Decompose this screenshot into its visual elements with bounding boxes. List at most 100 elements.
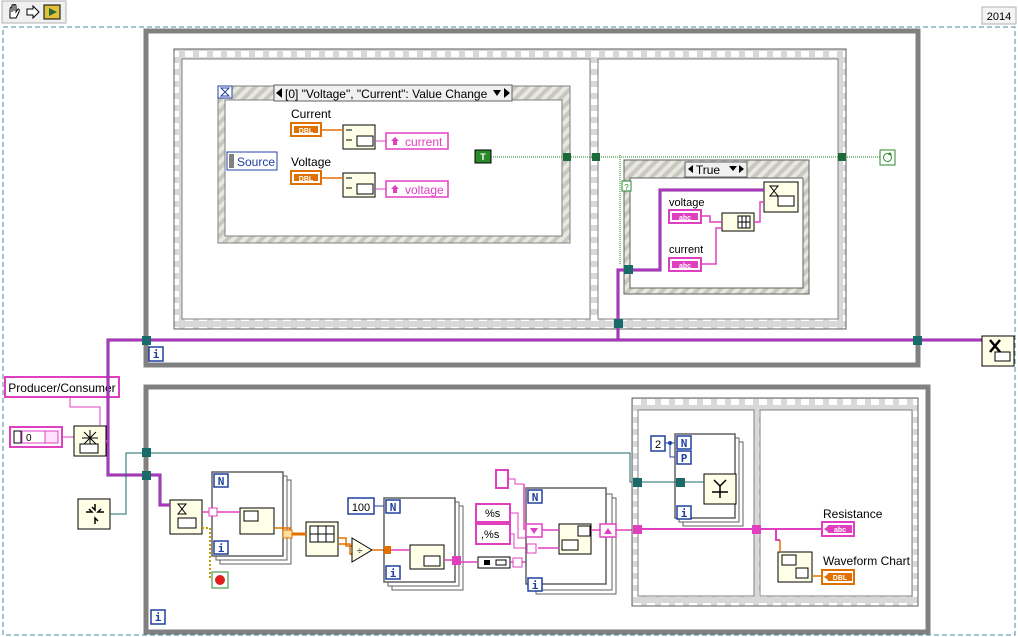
chevron-right-icon[interactable] (739, 165, 744, 173)
operate-hand-icon[interactable] (9, 4, 20, 19)
consumer-while-loop[interactable] (143, 384, 931, 635)
tunnel (913, 336, 922, 345)
tunnel (624, 265, 633, 274)
empty-string-constant[interactable] (495, 469, 509, 489)
format-string-1: %s (485, 508, 501, 520)
constant-2-label: 2 (655, 439, 661, 451)
voltage-local-label: voltage (405, 183, 444, 197)
format-into-string-node[interactable] (558, 523, 592, 555)
iteration-label: i (153, 348, 160, 361)
chevron-down-icon[interactable] (729, 166, 737, 171)
case-voltage-label: voltage (669, 197, 704, 209)
count-label: N (681, 437, 688, 450)
current-dbl-tag: DBL (299, 128, 314, 135)
event-data-node[interactable] (226, 151, 278, 171)
release-queue-node[interactable] (981, 335, 1015, 367)
parallel-terminal[interactable] (676, 450, 692, 465)
waveform-chart-indicator[interactable] (821, 569, 855, 585)
dequeue-element-node[interactable] (169, 499, 203, 535)
iteration-label: i (218, 542, 225, 555)
string-wires (375, 140, 386, 190)
iteration-label: i (155, 611, 162, 624)
chevron-left-icon[interactable] (276, 88, 282, 98)
svg-text:÷: ÷ (357, 546, 363, 557)
dbl-wires (321, 129, 343, 179)
number-to-string-1[interactable] (342, 124, 376, 150)
count-terminal[interactable] (213, 473, 229, 488)
event-case-label: [0] "Voltage", "Current": Value Change (285, 87, 488, 101)
fract-exp-string-to-number[interactable] (239, 507, 275, 535)
voltage-dbl-terminal[interactable] (290, 170, 322, 185)
iteration-label: i (532, 579, 539, 592)
numeric-value: 0 (26, 433, 32, 444)
iteration-terminal[interactable] (148, 346, 164, 362)
current-label: Current (291, 107, 332, 121)
enqueue-element-node[interactable] (763, 181, 799, 213)
diagram-frame (2, 26, 1016, 636)
case-selector[interactable] (684, 161, 748, 178)
error-wire (110, 452, 150, 515)
voltage-dbl-tag: DBL (299, 176, 314, 183)
producer-consumer-constant[interactable] (4, 376, 120, 398)
tunnel (563, 153, 571, 161)
wait-ms-node[interactable] (703, 473, 737, 505)
array-wires (701, 201, 764, 265)
numeric-array-constant[interactable] (9, 426, 63, 448)
format-string-2: ,%s (481, 529, 500, 541)
producer-consumer-label: Producer/Consumer (8, 381, 115, 395)
array-to-spreadsheet-node[interactable] (477, 556, 511, 569)
chevron-right-icon[interactable] (504, 88, 510, 98)
resistance-indicator[interactable] (821, 521, 855, 537)
constant-100-label: 100 (352, 502, 370, 514)
event-structure[interactable] (217, 84, 571, 244)
waveform-dbl-tag: DBL (833, 575, 848, 582)
divide-node[interactable]: ÷ (351, 537, 373, 563)
iteration-terminal[interactable] (385, 565, 401, 580)
chevron-down-icon[interactable] (493, 90, 501, 96)
timeout-indicator[interactable] (211, 571, 229, 589)
index-array-node[interactable] (305, 521, 339, 557)
shift-register-left[interactable] (525, 523, 543, 538)
obtain-queue-node[interactable] (73, 425, 107, 457)
voltage-abc-terminal[interactable] (668, 209, 702, 224)
count-label: N (532, 491, 539, 504)
version-label: 2014 (987, 11, 1011, 23)
flush-queue-node[interactable] (77, 498, 111, 530)
event-case-selector[interactable] (273, 84, 513, 102)
iteration-terminal[interactable] (527, 577, 543, 592)
version-badge (981, 6, 1017, 25)
resistance-abc-tag: abc (834, 527, 846, 534)
loop-condition-terminal[interactable] (879, 149, 896, 166)
iteration-terminal[interactable] (150, 609, 166, 625)
number-to-string-2[interactable] (342, 172, 376, 198)
case-structure[interactable] (621, 159, 810, 295)
case-current-label: current (669, 244, 703, 256)
current-abc-tag: abc (679, 263, 691, 270)
for-loop-2[interactable] (383, 497, 464, 591)
case-selector-terminal[interactable] (621, 180, 632, 192)
iteration-label: i (390, 567, 397, 580)
build-array-node[interactable] (721, 212, 755, 232)
number-to-fract-string[interactable] (409, 544, 445, 570)
producer-while-loop[interactable] (143, 28, 921, 368)
count-label: N (218, 475, 225, 488)
tunnel (142, 448, 151, 457)
iteration-terminal[interactable] (676, 505, 692, 520)
shift-register-right[interactable] (599, 523, 617, 538)
run-continuous-icon[interactable] (43, 4, 61, 20)
case-bool-tag: ? (624, 183, 629, 192)
chevron-left-icon[interactable] (688, 165, 693, 173)
tunnel (838, 153, 846, 161)
iteration-terminal[interactable] (213, 540, 229, 555)
parallel-label: P (681, 452, 688, 465)
waveform-chart-label: Waveform Chart (823, 554, 911, 568)
count-terminal[interactable] (385, 499, 401, 514)
count-terminal[interactable] (676, 435, 692, 450)
spreadsheet-string-to-array-node[interactable] (777, 551, 813, 583)
true-constant-label: T (480, 152, 486, 162)
iteration-label: i (681, 507, 688, 520)
tunnel (142, 471, 151, 480)
current-local-label: current (405, 135, 443, 149)
run-arrow-icon[interactable] (26, 4, 40, 20)
count-terminal[interactable] (527, 489, 543, 504)
